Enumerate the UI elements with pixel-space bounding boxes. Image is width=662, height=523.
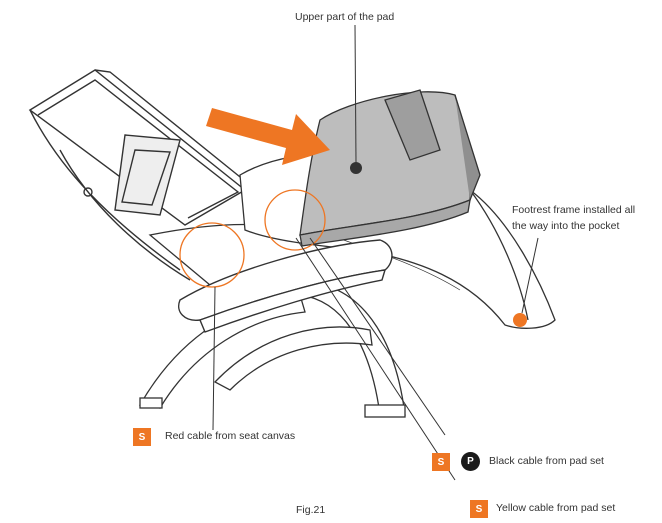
figure-caption: Fig.21 bbox=[296, 504, 326, 516]
upper-pad bbox=[299, 89, 481, 247]
label-footrest-line2: the way into the pocket bbox=[512, 220, 620, 232]
label-red-cable: Red cable from seat canvas bbox=[165, 430, 296, 442]
base-frame bbox=[138, 281, 406, 418]
label-upper-pad: Upper part of the pad bbox=[295, 11, 395, 23]
badge-s-black: S bbox=[432, 453, 450, 471]
insert-direction-arrow bbox=[206, 108, 330, 165]
cable-highlight-circles bbox=[179, 189, 326, 288]
label-black-cable: Black cable from pad set bbox=[489, 455, 604, 467]
armrest bbox=[178, 239, 393, 333]
upper-pad-marker bbox=[350, 162, 362, 174]
leader-lines bbox=[212, 24, 539, 481]
label-yellow-cable: Yellow cable from pad set bbox=[496, 502, 616, 514]
label-footrest-line1: Footrest frame installed all bbox=[512, 204, 636, 216]
badge-s-yellow: S bbox=[470, 500, 488, 518]
badge-p-black: P bbox=[461, 452, 480, 471]
backrest-frame bbox=[28, 69, 251, 281]
badge-s-red: S bbox=[133, 428, 151, 446]
footrest-pocket-marker bbox=[513, 313, 527, 327]
